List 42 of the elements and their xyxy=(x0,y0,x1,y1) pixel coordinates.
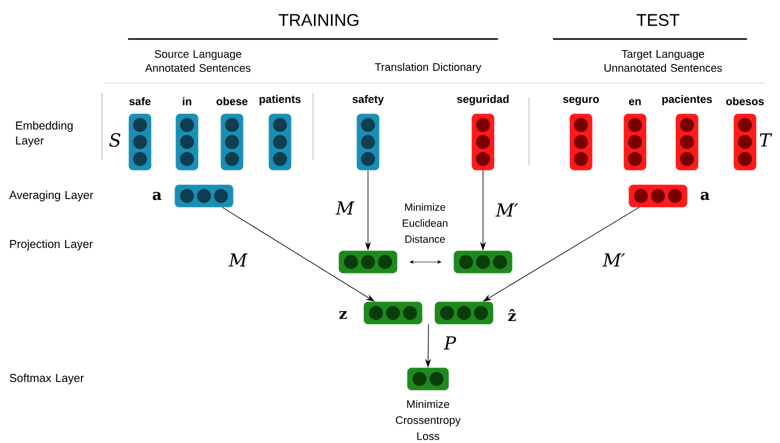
vector-box: obese xyxy=(216,97,248,170)
vector-box xyxy=(454,250,512,274)
edge-label: Minimize Euclidean Distance xyxy=(389,202,461,244)
node-label: en xyxy=(629,99,641,106)
node-label: seguro xyxy=(563,96,599,106)
vector-symbol: ẑ xyxy=(508,309,516,321)
vector-box: seguridad xyxy=(457,94,509,170)
edge-label: M′ xyxy=(495,203,518,217)
edge-label: P xyxy=(444,336,456,350)
layer-label: Projection Layer xyxy=(10,240,93,250)
node-label: safety xyxy=(352,94,384,106)
edge-label: M′ xyxy=(602,253,626,267)
node-label: obese xyxy=(216,97,248,106)
vector-box: en xyxy=(624,99,646,170)
section-heading: Translation Dictionary xyxy=(374,62,482,74)
node-label: seguridad xyxy=(457,94,509,106)
edge-label: M xyxy=(228,253,248,267)
layer-label: Embedding Layer xyxy=(16,121,73,147)
vector-box: in xyxy=(176,97,198,170)
vector-symbol: a xyxy=(152,192,162,200)
node-caption: Minimize Crossentropy Loss xyxy=(396,400,461,440)
node-label: safe xyxy=(129,97,151,106)
node-label: in xyxy=(182,97,192,106)
section-title: TEST xyxy=(636,14,680,26)
section-heading: Target Language Unnanotated Sentences xyxy=(604,50,722,72)
node-label: patients xyxy=(260,94,301,106)
vector-box: pacientes xyxy=(662,94,712,170)
edge-label: M xyxy=(336,201,355,215)
vector-box xyxy=(338,250,398,274)
node-label: obesos xyxy=(726,97,764,106)
vector-box: seguro xyxy=(563,96,599,170)
section-heading: Source Language Annotated Sentences xyxy=(145,50,250,72)
vector-box: safety xyxy=(352,94,384,170)
node-label: pacientes xyxy=(662,94,712,106)
vector-box: safe xyxy=(128,97,152,170)
arrow xyxy=(410,260,442,264)
section-title: TRAINING xyxy=(278,14,358,26)
vector-box: patients xyxy=(260,94,301,170)
layer-label: Averaging Layer xyxy=(9,190,94,202)
layer-label: Softmax Layer xyxy=(10,374,84,384)
vector-symbol: z xyxy=(339,311,347,319)
vector-symbol: a xyxy=(700,192,710,200)
